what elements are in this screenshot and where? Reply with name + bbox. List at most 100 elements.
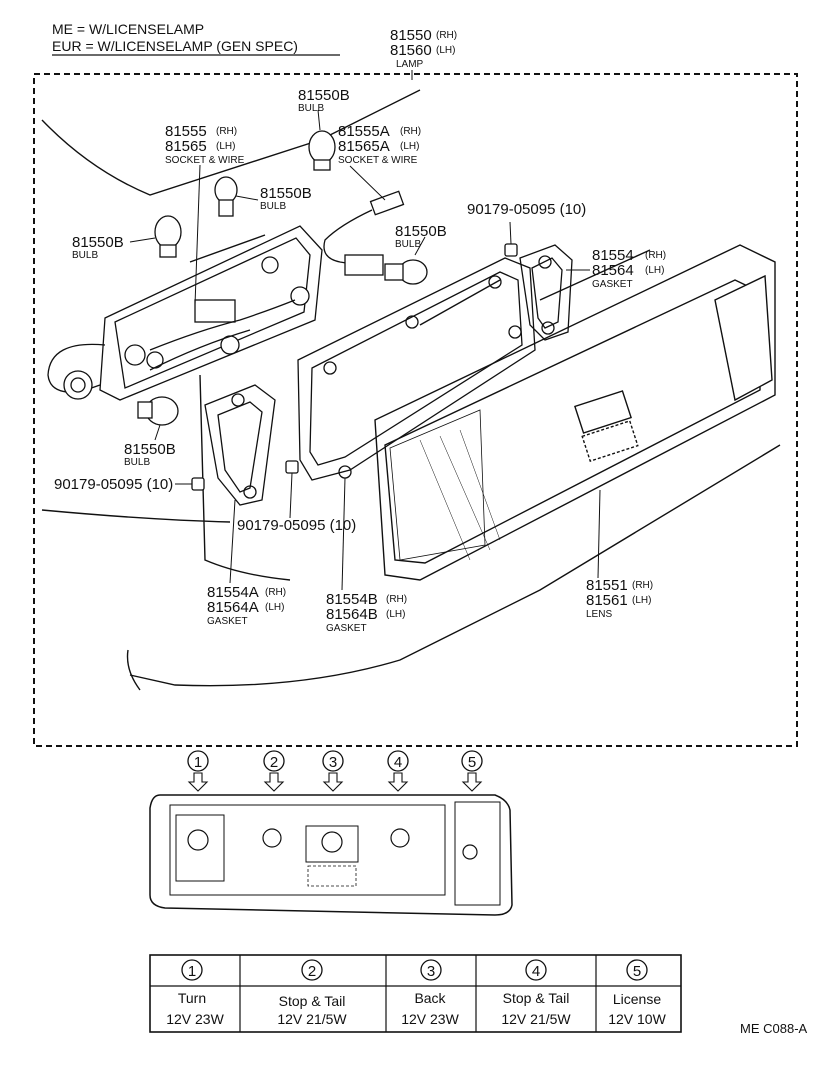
svg-text:2: 2 xyxy=(308,963,316,980)
svg-text:(RH): (RH) xyxy=(386,594,407,605)
svg-text:SOCKET & WIRE: SOCKET & WIRE xyxy=(338,155,418,166)
bulb-mid-label: 81550B BULB xyxy=(260,185,312,212)
svg-text:3: 3 xyxy=(329,754,337,771)
svg-text:81564B: 81564B xyxy=(326,606,378,623)
lamp-face-inner xyxy=(169,804,446,896)
legend-line-1: ME = W/LICENSELAMP xyxy=(52,21,204,37)
table-col-5: 5 License 12V 10W xyxy=(608,959,667,1027)
svg-text:BULB: BULB xyxy=(124,457,150,468)
nut-mid-label: 90179-05095 (10) xyxy=(237,517,356,534)
socket-housing-plate xyxy=(99,225,323,401)
bulb-2-socket-icon xyxy=(262,828,282,848)
svg-text:(RH): (RH) xyxy=(632,580,653,591)
bulb-right-icon xyxy=(384,259,428,285)
svg-text:81550B: 81550B xyxy=(260,185,312,202)
svg-text:81564A: 81564A xyxy=(207,599,259,616)
svg-text:81550B: 81550B xyxy=(72,234,124,251)
svg-text:81555A: 81555A xyxy=(338,123,390,140)
license-window xyxy=(454,801,501,906)
down-arrow-icon xyxy=(461,772,483,792)
svg-text:(RH): (RH) xyxy=(400,126,421,137)
leader-lines xyxy=(129,70,601,591)
svg-text:81555: 81555 xyxy=(165,123,207,140)
svg-text:5: 5 xyxy=(633,963,641,980)
svg-text:12V 10W: 12V 10W xyxy=(608,1011,666,1027)
svg-text:(LH): (LH) xyxy=(400,141,419,152)
bulb-top-icon xyxy=(308,130,336,171)
svg-text:(RH): (RH) xyxy=(216,126,237,137)
svg-text:2: 2 xyxy=(270,754,278,771)
socket-a-label: 81555A (RH) 81565A (LH) SOCKET & WIRE xyxy=(338,123,421,166)
body-panel-outline xyxy=(41,89,781,691)
svg-text:BULB: BULB xyxy=(298,103,324,114)
down-arrow-icon xyxy=(322,772,344,792)
svg-text:GASKET: GASKET xyxy=(326,623,367,634)
back-window xyxy=(305,825,359,863)
svg-text:90179-05095 (10): 90179-05095 (10) xyxy=(237,517,356,534)
svg-text:GASKET: GASKET xyxy=(592,279,633,290)
svg-text:12V 21/5W: 12V 21/5W xyxy=(277,1011,347,1027)
socket-wire-a xyxy=(323,190,405,276)
bulb-spec-table: 1 Turn 12V 23W 2 Stop & Tail 12V 21/5W 3… xyxy=(149,954,682,1033)
svg-text:License: License xyxy=(613,991,661,1007)
table-col-2: 2 Stop & Tail 12V 21/5W xyxy=(277,959,347,1027)
svg-text:LAMP: LAMP xyxy=(396,59,424,70)
svg-text:81551: 81551 xyxy=(586,577,628,594)
bulb-mid-icon xyxy=(214,176,238,217)
svg-text:(LH): (LH) xyxy=(386,609,405,620)
svg-text:BULB: BULB xyxy=(72,250,98,261)
callout-2: 2 xyxy=(263,750,285,792)
svg-text:81550B: 81550B xyxy=(298,87,350,104)
svg-text:Turn: Turn xyxy=(178,990,206,1006)
svg-text:(LH): (LH) xyxy=(632,595,651,606)
figure-code: ME C088-A xyxy=(740,1021,808,1036)
svg-text:12V 21/5W: 12V 21/5W xyxy=(501,1011,571,1027)
bulb-left-icon xyxy=(154,215,182,258)
lamp-label: 81550 (RH) 81560 (LH) LAMP xyxy=(390,27,457,70)
lamp-face-diagram xyxy=(149,794,513,916)
svg-text:4: 4 xyxy=(394,754,402,771)
down-arrow-icon xyxy=(387,772,409,792)
turn-window xyxy=(175,814,225,882)
svg-text:(LH): (LH) xyxy=(436,45,455,56)
bulb-bottom-label: 81550B BULB xyxy=(124,441,176,468)
callout-4: 4 xyxy=(387,750,409,792)
bulb-5-socket-icon xyxy=(462,844,478,860)
svg-text:LENS: LENS xyxy=(586,609,612,620)
gasket-a-label: 81554A (RH) 81564A (LH) GASKET xyxy=(207,584,286,627)
svg-text:90179-05095 (10): 90179-05095 (10) xyxy=(467,201,586,218)
nut-left-label: 90179-05095 (10) xyxy=(54,476,173,493)
svg-text:90179-05095 (10): 90179-05095 (10) xyxy=(54,476,173,493)
assembly-boundary xyxy=(33,73,798,747)
nut-top-icon xyxy=(504,243,518,257)
svg-text:(LH): (LH) xyxy=(645,265,664,276)
main-gasket xyxy=(297,257,536,481)
svg-text:SOCKET & WIRE: SOCKET & WIRE xyxy=(165,155,245,166)
svg-text:81550B: 81550B xyxy=(395,223,447,240)
down-arrow-icon xyxy=(187,772,209,792)
svg-text:81565A: 81565A xyxy=(338,138,390,155)
legend-line-2: EUR = W/LICENSELAMP (GEN SPEC) xyxy=(52,38,298,54)
bulb-1-socket-icon xyxy=(187,829,209,851)
table-col-3: 3 Back 12V 23W xyxy=(401,959,460,1027)
tail-lens xyxy=(374,244,776,581)
gasket-right xyxy=(519,244,573,341)
svg-text:(LH): (LH) xyxy=(216,141,235,152)
svg-text:81554A: 81554A xyxy=(207,584,259,601)
svg-text:81554B: 81554B xyxy=(326,591,378,608)
svg-text:81561: 81561 xyxy=(586,592,628,609)
nut-top-label: 90179-05095 (10) xyxy=(467,201,586,218)
svg-text:81550B: 81550B xyxy=(124,441,176,458)
svg-text:1: 1 xyxy=(194,754,202,771)
bulb-4-socket-icon xyxy=(390,828,410,848)
svg-text:81560: 81560 xyxy=(390,42,432,59)
table-col-1: 1 Turn 12V 23W xyxy=(166,959,225,1027)
bulb-top-label: 81550B BULB xyxy=(298,87,350,114)
callout-1: 1 xyxy=(187,750,209,792)
svg-text:(RH): (RH) xyxy=(265,587,286,598)
lamp-face-outline xyxy=(149,794,513,916)
svg-text:81564: 81564 xyxy=(592,262,634,279)
nut-left-icon xyxy=(191,477,205,491)
svg-text:Back: Back xyxy=(414,990,446,1006)
gasket-b-label: 81554B (RH) 81564B (LH) GASKET xyxy=(326,591,407,634)
